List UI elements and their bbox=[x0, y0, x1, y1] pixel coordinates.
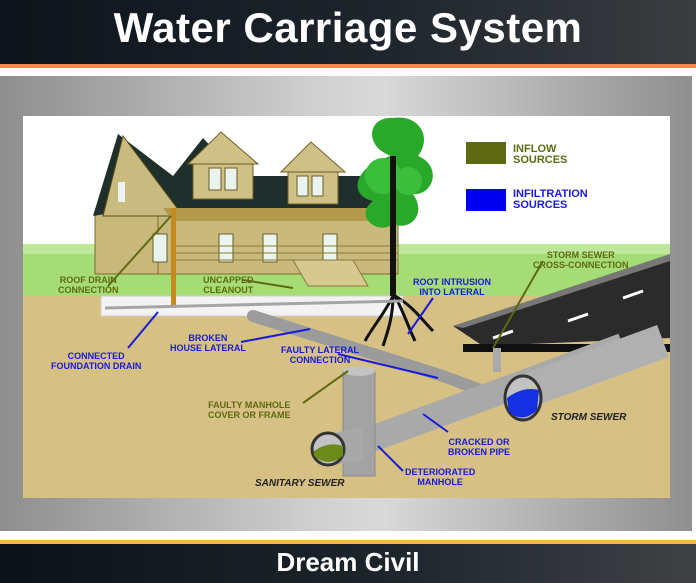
label-sanitary-sewer: SANITARY SEWER bbox=[255, 478, 345, 489]
tree-illustration bbox=[357, 117, 435, 347]
legend-inflow-label: INFLOW SOURCES bbox=[513, 143, 568, 166]
house-illustration bbox=[93, 131, 399, 308]
label-storm-sewer: STORM SEWER bbox=[551, 412, 627, 423]
label-connected-foundation-drain: CONNECTED FOUNDATION DRAIN bbox=[51, 351, 142, 371]
diagram-illustration bbox=[23, 116, 670, 498]
label-faulty-manhole-cover: FAULTY MANHOLE COVER OR FRAME bbox=[208, 400, 291, 420]
label-broken-house-lateral: BROKEN HOUSE LATERAL bbox=[170, 333, 246, 353]
footer-brand: Dream Civil bbox=[276, 547, 420, 577]
page-title: Water Carriage System bbox=[113, 4, 583, 51]
label-storm-sewer-cross-connection: STORM SEWER CROSS-CONNECTION bbox=[533, 250, 629, 270]
label-uncapped-cleanout: UNCAPPED CLEANOUT bbox=[203, 275, 254, 295]
callout-arrows bbox=[107, 215, 544, 472]
legend-infiltration-label: INFILTRATION SOURCES bbox=[513, 188, 588, 211]
water-carriage-diagram: INFLOW SOURCES INFILTRATION SOURCES ROOF… bbox=[23, 116, 670, 498]
label-roof-drain-connection: ROOF DRAIN CONNECTION bbox=[58, 275, 119, 295]
footer-banner: Dream Civil bbox=[0, 544, 696, 583]
legend-infiltration-swatch bbox=[466, 189, 506, 211]
pipes-illustration bbox=[104, 299, 669, 477]
legend-inflow-swatch bbox=[466, 142, 506, 164]
label-root-intrusion: ROOT INTRUSION INTO LATERAL bbox=[413, 277, 491, 297]
label-cracked-broken-pipe: CRACKED OR BROKEN PIPE bbox=[448, 437, 511, 457]
header-accent-stripe bbox=[0, 64, 696, 68]
title-banner: Water Carriage System bbox=[0, 0, 696, 64]
footer-accent-stripe bbox=[0, 540, 696, 544]
label-deteriorated-manhole: DETERIORATED MANHOLE bbox=[405, 467, 476, 487]
label-faulty-lateral-connection: FAULTY LATERAL CONNECTION bbox=[281, 345, 359, 365]
